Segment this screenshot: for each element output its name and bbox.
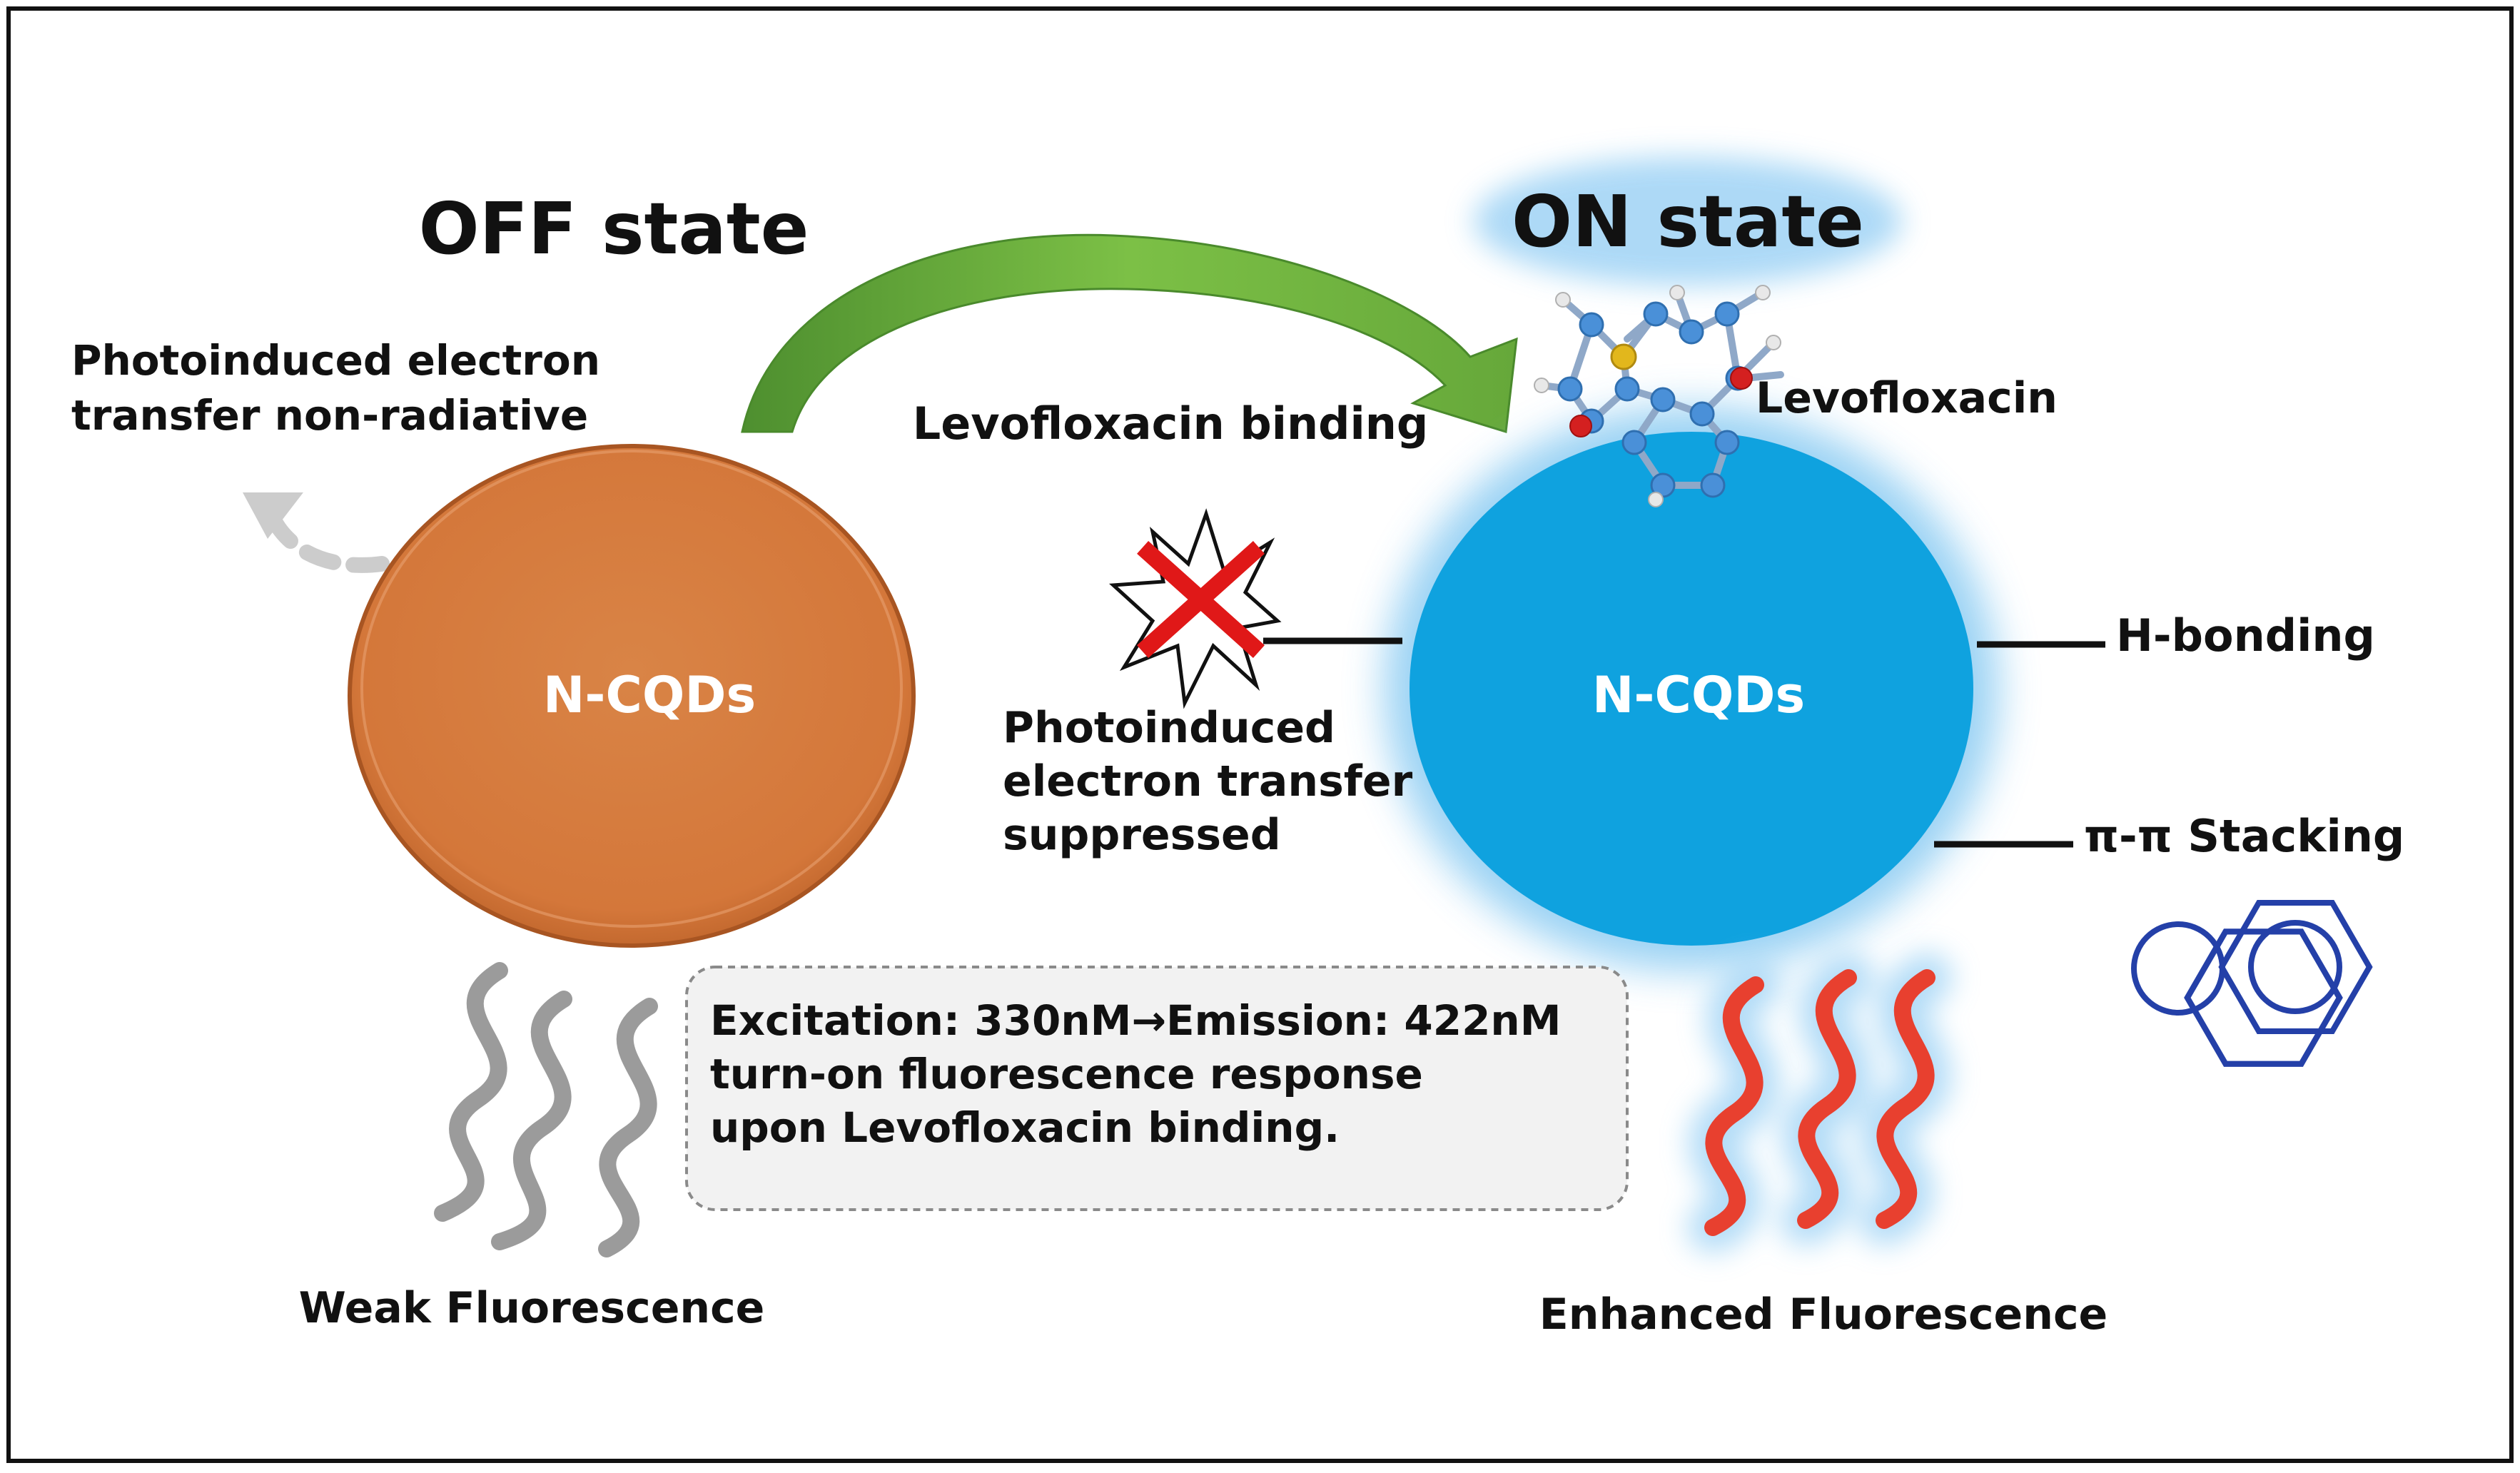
off-pet-label-line1: Photoinduced electron	[71, 336, 600, 385]
levofloxacin-binding-label: Levofloxacin binding	[913, 398, 1429, 450]
levofloxacin-molecule-icon	[1534, 285, 1784, 507]
on-pet-label-line3: suppressed	[1003, 810, 1281, 860]
pi-stacking-hexagons-icon	[2131, 900, 2373, 1067]
on-state-title: ON state	[1512, 180, 1864, 263]
pi-pi-stacking-label: π-π Stacking	[2084, 810, 2404, 862]
info-line-1: Excitation: 330nM→Emission: 422nM	[710, 996, 1561, 1045]
on-n-cqds-particle	[1410, 432, 1973, 946]
enhanced-fluorescence-waves-icon	[1688, 953, 1952, 1252]
binding-arrow-icon	[741, 233, 1518, 433]
levofloxacin-molecule-label: Levofloxacin	[1756, 373, 2058, 423]
off-pet-label-line2: transfer non-radiative	[71, 391, 588, 440]
on-pet-label-line2: electron transfer	[1003, 756, 1413, 806]
off-state-title: OFF state	[419, 187, 809, 270]
off-n-cqds-particle	[348, 444, 916, 948]
on-particle-label: N-CQDs	[1592, 666, 1805, 724]
info-line-2: turn-on fluorescence response	[710, 1050, 1423, 1098]
off-particle-label: N-CQDs	[543, 666, 756, 724]
on-title-glow	[1474, 157, 1902, 285]
info-box	[685, 966, 1629, 1211]
enhanced-fluorescence-label: Enhanced Fluorescence	[1539, 1290, 2107, 1340]
weak-fluorescence-waves-icon	[434, 962, 658, 1257]
pet-suppressed-burst-icon	[1108, 508, 1282, 709]
weak-fluorescence-label: Weak Fluorescence	[299, 1283, 765, 1333]
on-pet-label-line1: Photoinduced	[1003, 703, 1335, 753]
non-radiative-arrow-icon	[243, 492, 390, 573]
h-bonding-label: H-bonding	[2116, 609, 2375, 662]
info-line-3: upon Levofloxacin binding.	[710, 1103, 1340, 1152]
